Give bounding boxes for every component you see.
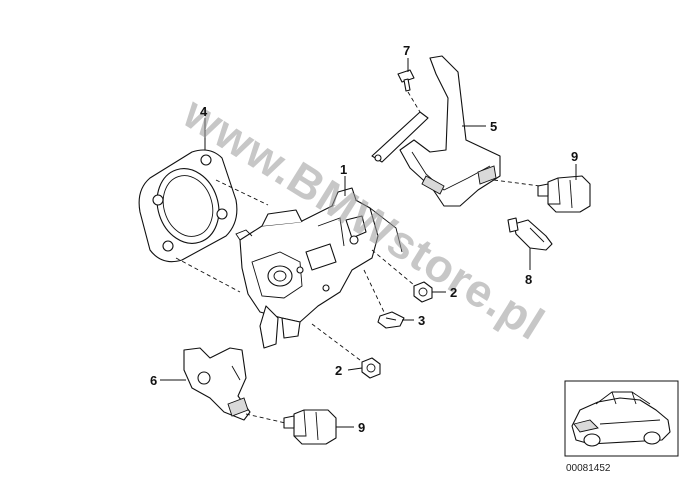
callout-8: 8 xyxy=(525,272,532,287)
callout-4: 4 xyxy=(200,104,208,119)
part-3-clip xyxy=(377,311,405,329)
callout-9-upper: 9 xyxy=(571,149,578,164)
callout-1: 1 xyxy=(340,162,347,177)
part-9-switch-lower xyxy=(283,409,337,445)
vehicle-inset xyxy=(564,380,679,457)
leader-lines xyxy=(160,58,577,428)
part-5-bracket xyxy=(371,55,541,207)
part-7-bolt xyxy=(397,69,421,113)
part-8-sensor xyxy=(507,217,553,251)
callout-3: 3 xyxy=(418,313,425,328)
callout-5: 5 xyxy=(490,119,497,134)
part-2-nut-lower xyxy=(361,357,381,379)
diagram-reference-number: 00081452 xyxy=(566,463,611,474)
part-6-lower-bracket xyxy=(183,347,291,425)
callout-2-upper: 2 xyxy=(450,285,457,300)
part-4-flange-gasket xyxy=(138,149,269,293)
callout-6: 6 xyxy=(150,373,157,388)
callout-9-lower: 9 xyxy=(358,420,365,435)
part-2-nut-upper xyxy=(413,281,433,303)
callout-labels: 4 1 7 5 9 8 2 3 2 6 9 xyxy=(150,43,578,435)
car-icon xyxy=(571,391,671,447)
callout-7: 7 xyxy=(403,43,410,58)
part-1-main-unit xyxy=(235,187,421,361)
part-9-switch-upper xyxy=(537,175,591,213)
callout-2-lower: 2 xyxy=(335,363,342,378)
